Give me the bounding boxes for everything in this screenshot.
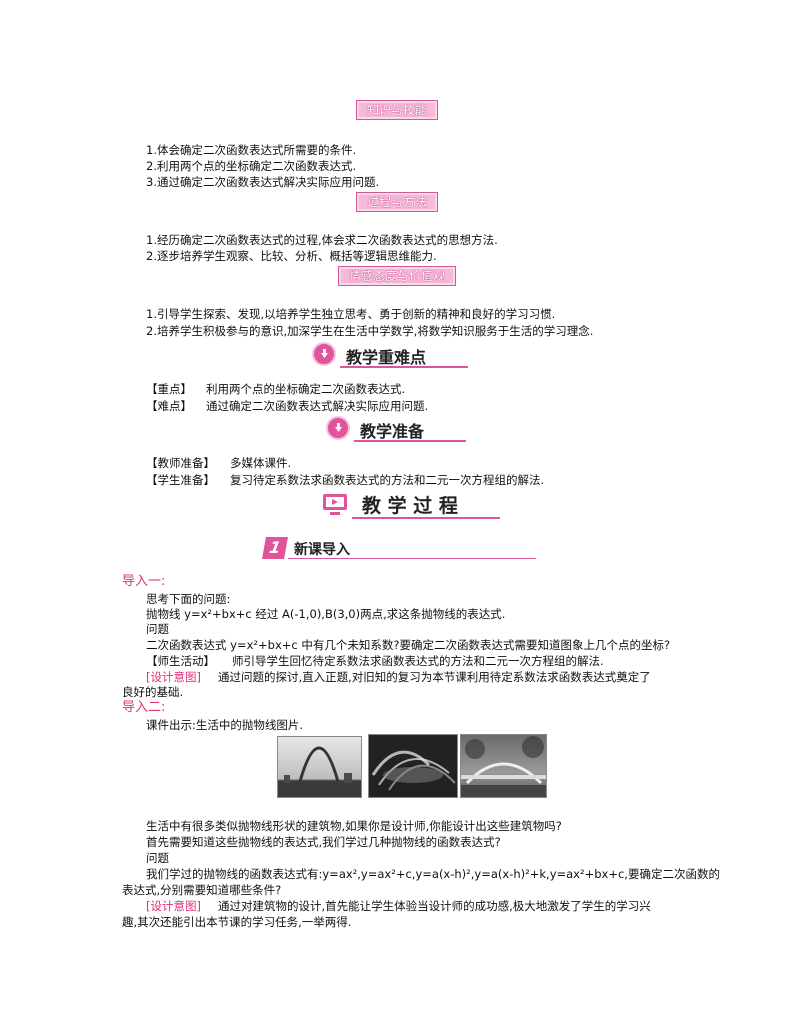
section-preparation-title: 教学准备 — [360, 422, 425, 441]
intro-2-line-4: 问题 — [146, 851, 169, 865]
section-1-title: 新课导入 — [294, 542, 350, 558]
intro-1-design-text-b: 良好的基础. — [122, 685, 184, 699]
fountain-image — [371, 750, 456, 791]
intro-2-design-text-b: 趣,其次还能引出本节课的学习任务,一举两得. — [122, 915, 352, 929]
intro-1-line-2: 抛物线 y=x²+bx+c 经过 A(-1,0),B(3,0)两点,求这条抛物线… — [146, 607, 506, 621]
process-item-2: 2.逐步培养学生观察、比较、分析、概括等逻辑思维能力. — [146, 249, 437, 263]
intro-2-line-2: 生活中有很多类似抛物线形状的建筑物,如果你是设计师,你能设计出这些建筑物吗? — [146, 819, 562, 833]
download-arrow-icon — [312, 342, 336, 366]
intro-1-design-text-a: 通过问题的探讨,直入正题,对旧知的复习为本节课利用待定系数法求函数表达式奠定了 — [218, 670, 651, 684]
intro-2-line-5b: 表达式,分别需要知道哪些条件? — [122, 883, 282, 897]
tag-emotion: 情感态度与价值观 — [338, 266, 457, 286]
intro-2-line-1: 课件出示:生活中的抛物线图片. — [146, 718, 304, 732]
knowledge-item-3: 3.通过确定二次函数表达式解决实际应用问题. — [146, 175, 380, 189]
student-prep-label: 【学生准备】 — [146, 473, 215, 487]
section-number-badge: 1 — [262, 537, 288, 559]
section-key-points-title: 教学重难点 — [346, 348, 427, 367]
photo-fountain — [368, 734, 458, 798]
tag-knowledge: 知识与技能 — [356, 100, 439, 120]
header-underline — [340, 366, 468, 368]
process-item-1: 1.经历确定二次函数表达式的过程,体会求二次函数表达式的思想方法. — [146, 233, 498, 247]
intro-2-heading: 导入二: — [122, 700, 166, 715]
tag-process: 过程与方法 — [356, 192, 439, 212]
header-underline — [288, 558, 536, 559]
intro-2-design-text-a: 通过对建筑物的设计,首先能让学生体验当设计师的成功感,极大地激发了学生的学习兴 — [218, 899, 651, 913]
intro-1-design-label: [设计意图] — [146, 670, 201, 684]
difficulty-text: 通过确定二次函数表达式解决实际应用问题. — [206, 399, 429, 413]
emotion-item-1: 1.引导学生探索、发现,以培养学生独立思考、勇于创新的精神和良好的学习习惯. — [146, 307, 556, 321]
intro-2-line-3: 首先需要知道这些抛物线的表达式,我们学过几种抛物线的函数表达式? — [146, 835, 501, 849]
knowledge-item-2: 2.利用两个点的坐标确定二次函数表达式. — [146, 159, 357, 173]
section-preparation-header: 教学准备 — [326, 416, 476, 442]
intro-1-line-1: 思考下面的问题: — [146, 592, 231, 606]
photo-bridge — [460, 734, 547, 798]
difficulty-label: 【难点】 — [146, 399, 192, 413]
teacher-prep-text: 多媒体课件. — [230, 456, 292, 470]
intro-1-heading: 导入一: — [122, 574, 166, 589]
bridge-image — [461, 736, 546, 797]
section-key-points-header: 教学重难点 — [312, 342, 472, 368]
download-arrow-icon — [326, 416, 350, 440]
header-underline — [354, 440, 466, 442]
arch-image — [278, 746, 361, 797]
intro-1-activity-text: 师引导学生回忆待定系数法求函数表达式的方法和二元一次方程组的解法. — [232, 654, 604, 668]
section-1-header: 1 新课导入 — [262, 537, 536, 561]
key-point-text: 利用两个点的坐标确定二次函数表达式. — [206, 382, 406, 396]
intro-1-line-3: 问题 — [146, 622, 169, 636]
photo-gateway-arch — [277, 736, 362, 798]
header-underline — [352, 517, 500, 519]
intro-2-line-5a: 我们学过的抛物线的函数表达式有:y=ax²,y=ax²+c,y=a(x-h)²,… — [146, 867, 720, 881]
teaching-process-header: 教 学 过 程 — [322, 491, 502, 521]
monitor-icon — [323, 494, 347, 515]
intro-1-activity-label: 【师生活动】 — [146, 654, 215, 668]
emotion-item-2: 2.培养学生积极参与的意识,加深学生在生活中学数学,将数学知识服务于生活的学习理… — [146, 324, 594, 338]
intro-2-design-label: [设计意图] — [146, 899, 201, 913]
teaching-process-title: 教 学 过 程 — [362, 495, 458, 517]
knowledge-item-1: 1.体会确定二次函数表达式所需要的条件. — [146, 143, 357, 157]
key-point-label: 【重点】 — [146, 382, 192, 396]
intro-1-line-4: 二次函数表达式 y=x²+bx+c 中有几个未知系数?要确定二次函数表达式需要知… — [146, 638, 671, 652]
student-prep-text: 复习待定系数法求函数表达式的方法和二元一次方程组的解法. — [230, 473, 545, 487]
teacher-prep-label: 【教师准备】 — [146, 456, 215, 470]
